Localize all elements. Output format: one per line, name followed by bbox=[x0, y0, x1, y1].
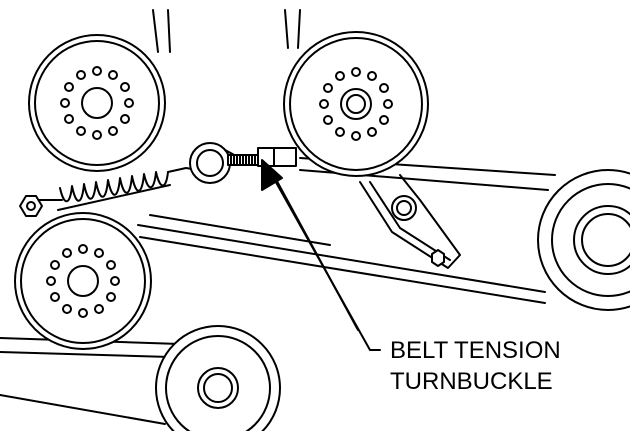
tension-bracket bbox=[359, 174, 461, 269]
turnbuckle-rod bbox=[227, 147, 297, 167]
callout-label-line2: TURNBUCKLE bbox=[390, 368, 553, 395]
callout-label-line1: BELT TENSION bbox=[390, 337, 561, 364]
tension-spring bbox=[19, 167, 199, 217]
pulley-right-idler bbox=[537, 169, 630, 311]
belt-top-left bbox=[152, 9, 171, 53]
pulley-top-left bbox=[28, 34, 166, 172]
belt-top-right bbox=[284, 9, 301, 49]
pulley-lower-left bbox=[14, 212, 152, 350]
callout-leader bbox=[261, 159, 381, 351]
pulley-bottom bbox=[155, 325, 281, 431]
pulley-top-right bbox=[283, 31, 429, 177]
